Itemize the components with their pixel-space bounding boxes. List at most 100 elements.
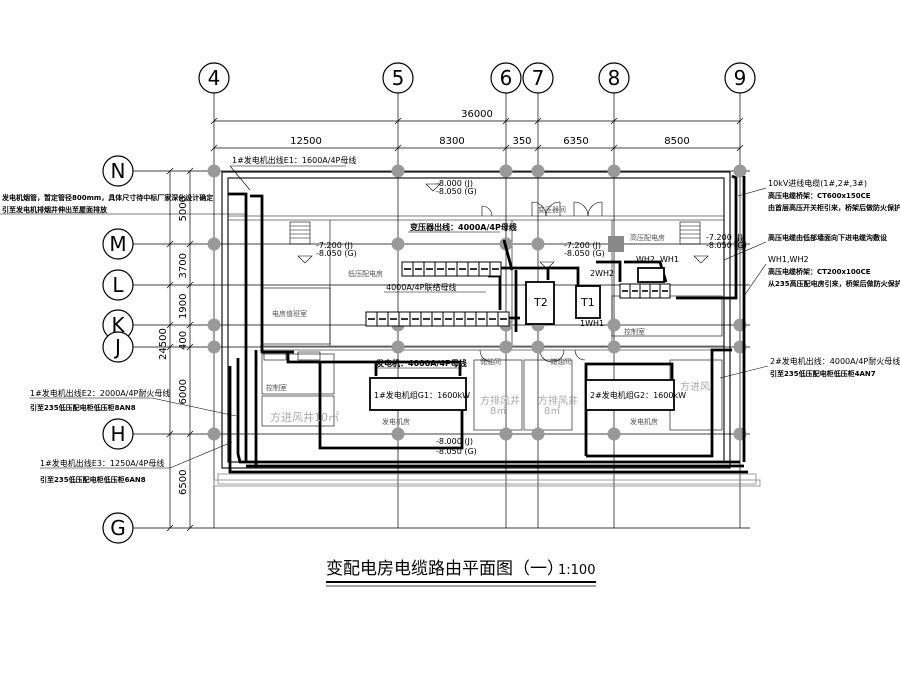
- room-oil-2: 储油间: [550, 357, 571, 366]
- room-lv: 低压配电房: [348, 269, 383, 278]
- column-dot: [531, 237, 545, 251]
- column-dot: [531, 340, 545, 354]
- transformer-t2-label: T2: [533, 296, 548, 309]
- svg-text:M: M: [109, 232, 126, 256]
- svg-text:7: 7: [532, 66, 545, 90]
- column-dot: [499, 427, 513, 441]
- dim-row-span: 6500: [178, 470, 189, 495]
- dim-span: 8300: [439, 136, 464, 147]
- column-dot: [531, 164, 545, 178]
- title-main: 变配电房电缆路由平面图（一）: [326, 559, 564, 579]
- label-2wh2: 2WH2: [590, 269, 614, 278]
- svg-text:6: 6: [500, 66, 513, 90]
- dim-total-height: 24500: [158, 328, 169, 360]
- grid-bubble-row-J: J: [102, 331, 134, 363]
- svg-text:G: G: [110, 516, 126, 540]
- grid-bubble-col-4: 4: [198, 62, 230, 94]
- grid-bubble-col-9: 9: [724, 62, 756, 94]
- label-wh: WH1,WH2: [768, 255, 809, 264]
- label-lv-bus: 4000A/4P联络母线: [386, 282, 456, 292]
- level-annotations: -8.000 (J) -8.050 (G) -7.200 (J) -8.050 …: [316, 179, 747, 456]
- svg-text:8: 8: [608, 66, 621, 90]
- column-dot: [499, 164, 513, 178]
- room-hv: 高压配电房: [630, 233, 665, 242]
- column-dot: [607, 318, 621, 332]
- column-dot: [391, 237, 405, 251]
- label-gen2-sub: 引至235低压配电柜低压柜4AN7: [770, 369, 876, 378]
- svg-text:K: K: [111, 313, 125, 337]
- building-walls: [213, 171, 761, 487]
- grid-bubble-row-K: K: [102, 309, 134, 341]
- label-gen2: 2#发电机出线：4000A/4P耐火母线: [770, 356, 900, 366]
- svg-text:9: 9: [734, 66, 747, 90]
- label-trans-bus: 变压器出线：4000A/4P母线: [410, 222, 517, 232]
- svg-text:H: H: [110, 422, 125, 446]
- room-shaft-3-area: 8㎡: [544, 405, 560, 417]
- doors: [479, 201, 603, 363]
- label-wh-tray-sub: 从235高压配电房引来，桥架后做防火保护措施: [768, 279, 900, 288]
- grid-bubble-row-G: G: [102, 512, 134, 544]
- label-hv-tray-sub: 由首层高压开关柜引来，桥架后做防火保护措施: [768, 203, 900, 212]
- column-dot: [391, 427, 405, 441]
- room-oil-1: 储油间: [480, 357, 501, 366]
- level-1a: -8.000 (J): [436, 179, 473, 188]
- grid-bubble-row-L: L: [102, 269, 134, 301]
- room-control: 控制室: [266, 383, 287, 392]
- title-scale: 1:100: [558, 563, 595, 578]
- label-e3: 1#发电机出线E3：1250A/4P母线: [40, 458, 164, 468]
- dim-span: 8500: [664, 136, 689, 147]
- dim-span: 6350: [563, 136, 588, 147]
- label-e1: 1#发电机出线E1：1600A/4P母线: [232, 155, 356, 165]
- column-dot: [607, 164, 621, 178]
- hv-switchboard-row: [619, 283, 671, 299]
- label-wh2-small: WH2: [636, 255, 655, 264]
- level-3a: -7.200 (J): [564, 241, 601, 250]
- grid-bubble-col-5: 5: [382, 62, 414, 94]
- column-dot: [531, 427, 545, 441]
- label-gen-note-2: 引至发电机排烟井伸出至屋面排放: [2, 205, 108, 214]
- room-lv-store: 电房值班室: [272, 309, 307, 318]
- label-e3-sub: 引至235低压配电柜低压柜6AN8: [40, 475, 146, 484]
- svg-text:4: 4: [208, 66, 221, 90]
- room-shaft-1: 方进风井10㎡: [270, 410, 339, 424]
- dim-span: 350: [512, 136, 531, 147]
- column-dot: [607, 340, 621, 354]
- label-e2: 1#发电机出线E2：2000A/4P耐火母线: [30, 388, 170, 398]
- level-markers: [297, 183, 709, 270]
- column-dot: [733, 164, 747, 178]
- grid-bubble-col-8: 8: [598, 62, 630, 94]
- level-2b: -8.050 (G): [316, 249, 357, 258]
- generator-g1-label: 1#发电机组G1：1600kW: [374, 390, 470, 400]
- level-5b: -8.050 (G): [436, 447, 477, 456]
- equipment: 1#发电机组G1：1600kW 2#发电机组G2：1600kW T2 T1: [263, 236, 686, 411]
- label-1wh1: 1WH1: [580, 319, 604, 328]
- room-shaft-2: 方排风井: [480, 394, 520, 407]
- grid-bubble-row-M: M: [102, 228, 134, 260]
- svg-text:J: J: [113, 335, 121, 359]
- grid-bubble-row-H: H: [102, 418, 134, 450]
- level-2a: -7.200 (J): [316, 241, 353, 250]
- stairs: [289, 221, 701, 245]
- room-labels: 低压配电房 电房值班室 控制室 发电机房 发电机房 高压配电房 变压器间 控制室…: [266, 205, 710, 426]
- level-1b: -8.050 (G): [436, 187, 477, 196]
- label-wh-tray: 高压电缆桥架：CT200x100CE: [768, 267, 871, 276]
- dim-row-span: 3700: [178, 253, 189, 278]
- dim-row-span: 5000: [178, 196, 189, 221]
- dim-span: 12500: [290, 136, 322, 147]
- level-4a: -7.200 (J): [706, 233, 743, 242]
- column-dot: [391, 164, 405, 178]
- svg-text:L: L: [112, 273, 124, 297]
- label-wh-note: 高压电缆由低部墙面向下进电缆沟敷设: [768, 233, 888, 242]
- grid-bubble-row-N: N: [102, 155, 134, 187]
- label-hv-tray: 高压电缆桥架：CT600x150CE: [768, 191, 871, 200]
- generator-g2-label: 2#发电机组G2：1600kW: [590, 390, 686, 400]
- label-wh1-small: WH1: [660, 255, 679, 264]
- room-control-2: 控制室: [624, 327, 645, 336]
- room-shaft-4: 方进风: [680, 380, 710, 393]
- level-3b: -8.050 (G): [564, 249, 605, 258]
- column-dot: [207, 164, 221, 178]
- dim-total-width: 36000: [461, 109, 493, 120]
